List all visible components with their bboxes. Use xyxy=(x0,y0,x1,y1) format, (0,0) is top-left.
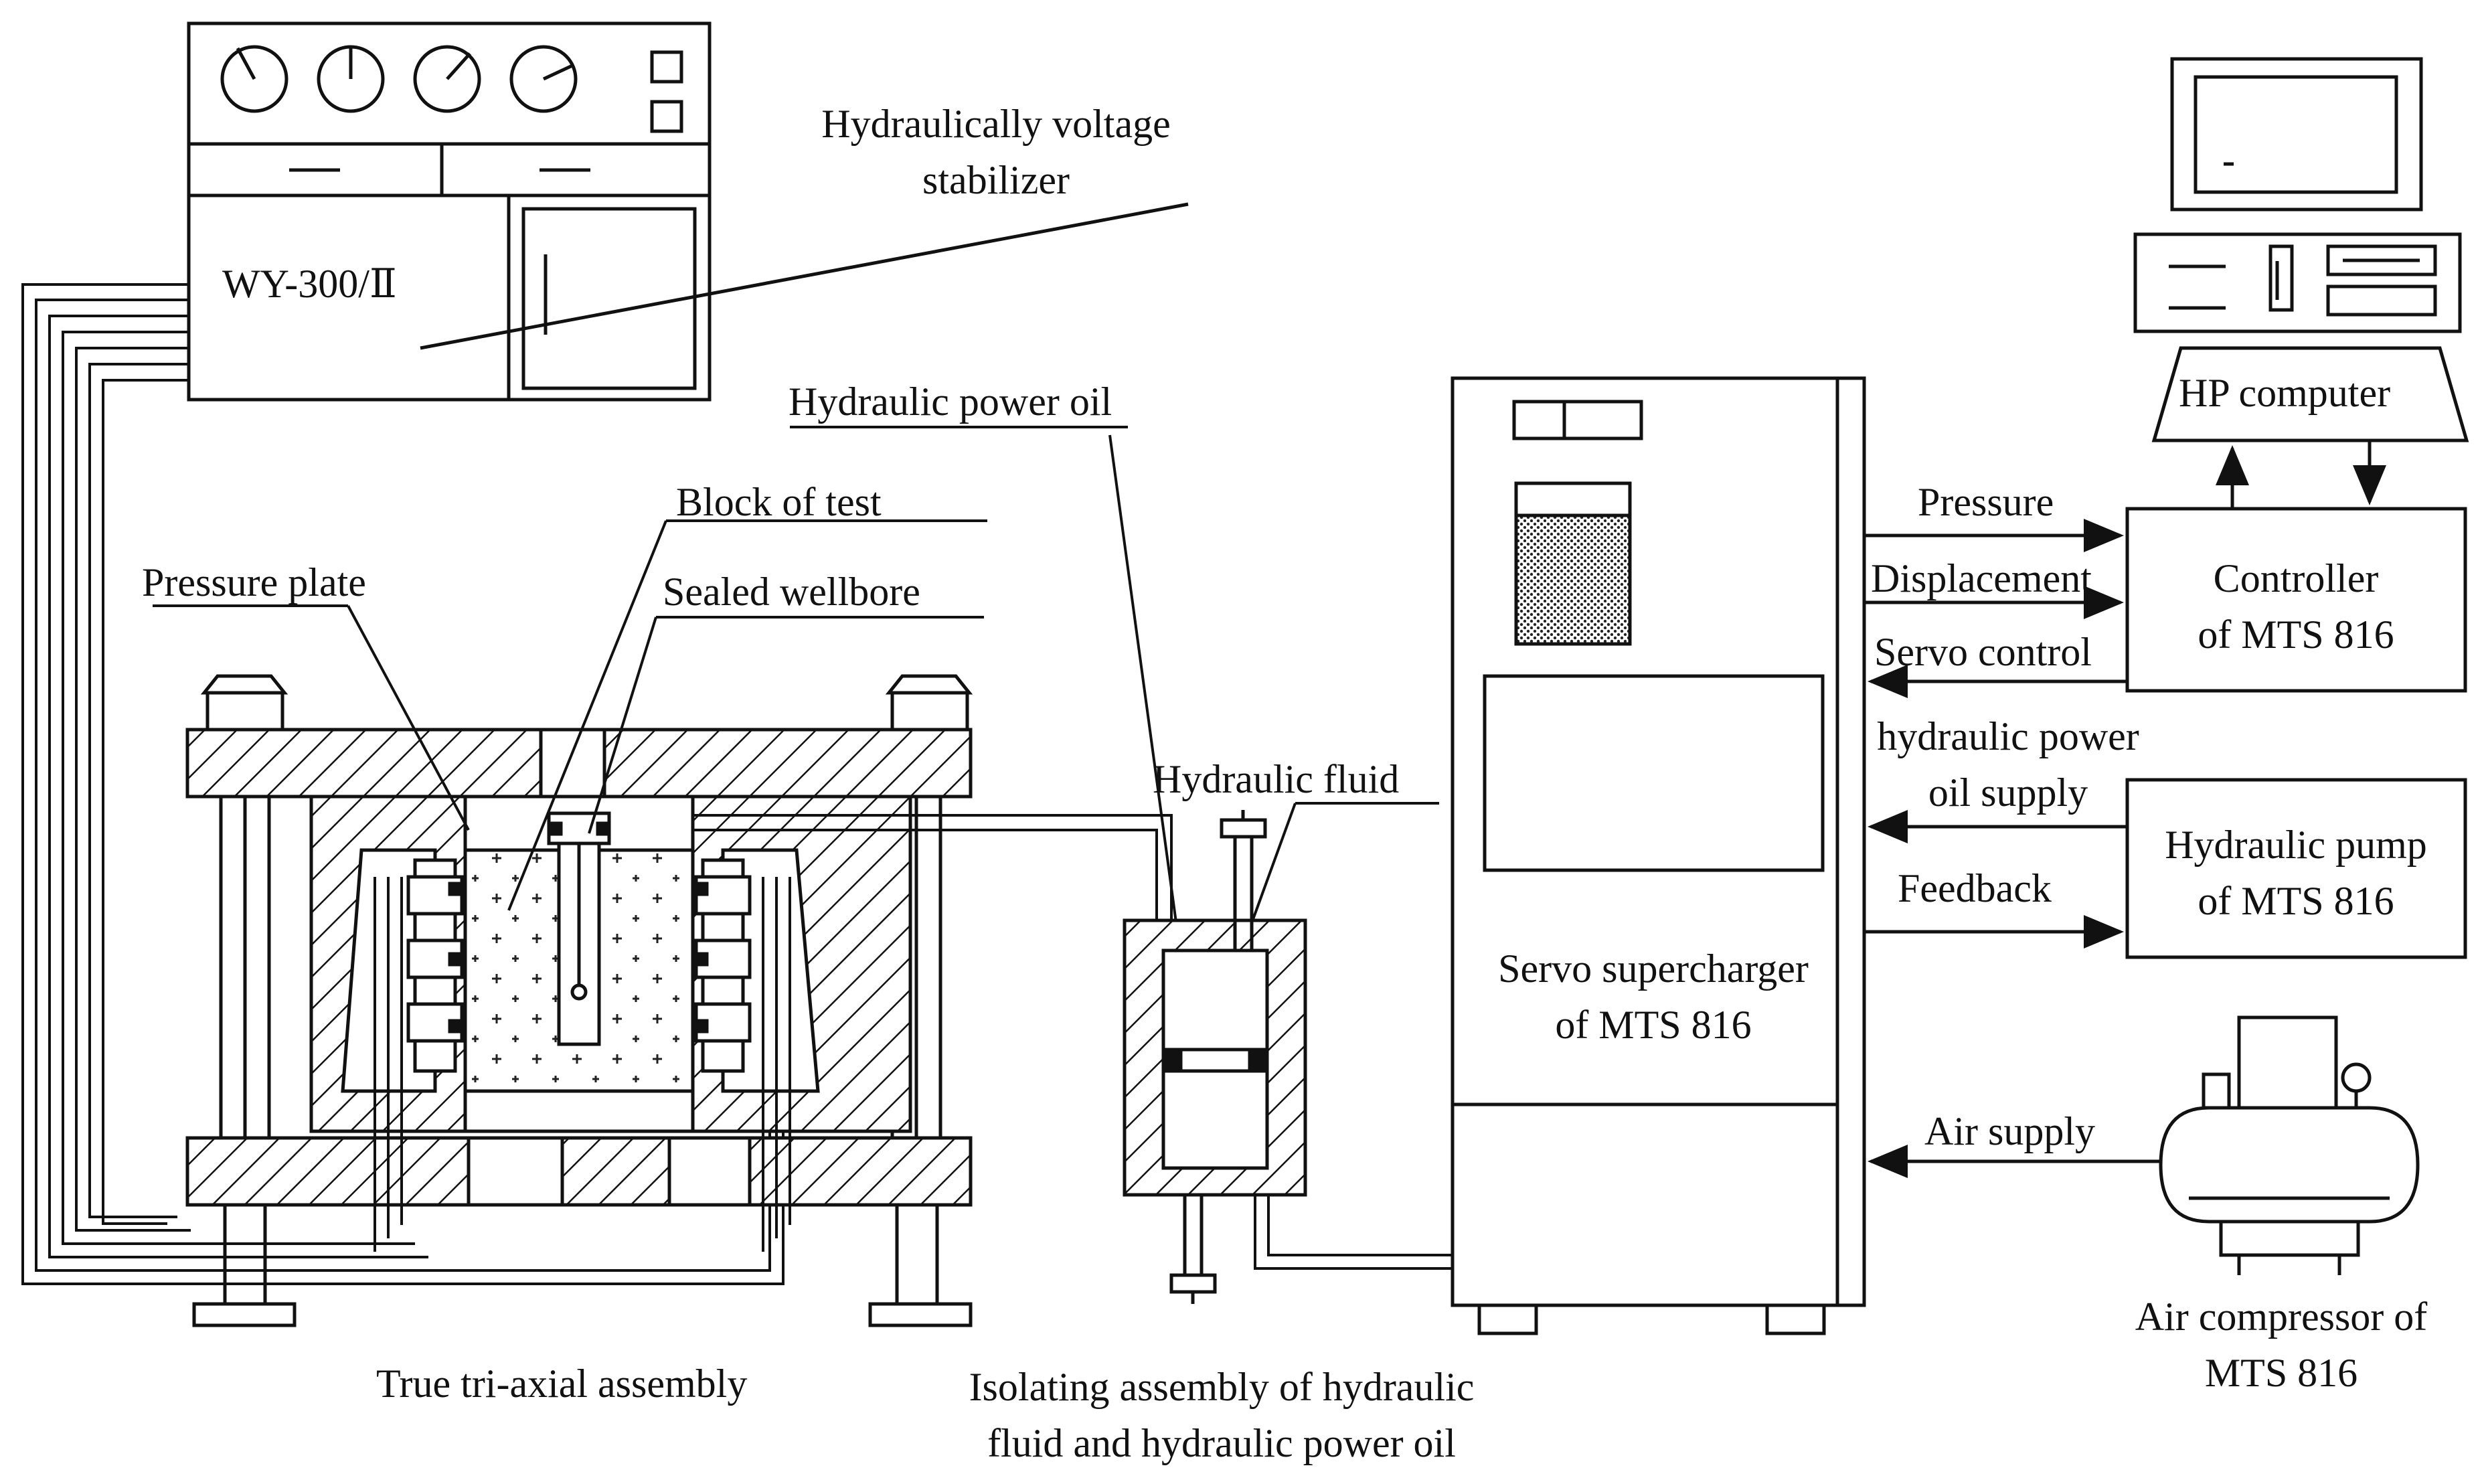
displacement-signal-label: Displacement xyxy=(1871,556,2092,600)
hydraulic-pump-box xyxy=(2125,778,2467,959)
leader-lines xyxy=(153,426,1439,988)
air-compressor xyxy=(2159,1015,2420,1275)
hydraulic-pump-label: Hydraulic pump of MTS 816 xyxy=(2165,817,2427,929)
triaxial-frame xyxy=(185,674,1173,1327)
stabilizer-label-line1: Hydraulically voltage xyxy=(821,102,1171,146)
controller-label: Controller of MTS 816 xyxy=(2198,550,2394,663)
air-compressor-label-line2: MTS 816 xyxy=(2204,1351,2358,1395)
pressure-plate-label: Pressure plate xyxy=(142,560,366,604)
stabilizer-model-label: WY-300/Ⅱ xyxy=(222,262,397,306)
oil-supply-label: hydraulic power oil supply xyxy=(1877,708,2139,821)
hydraulic-power-oil-label: Hydraulic power oil xyxy=(789,380,1112,424)
feedback-signal-label: Feedback xyxy=(1898,866,2052,910)
stabilizer-label-line2: stabilizer xyxy=(922,158,1070,202)
servo-supercharger-label: Servo supercharger of MTS 816 xyxy=(1498,940,1809,1053)
pressure-signal-label: Pressure xyxy=(1918,480,2054,524)
air-compressor-label-line1: Air compressor of xyxy=(2135,1295,2428,1339)
gauge-4-icon xyxy=(509,45,578,113)
isolating-assembly-label: Isolating assembly of hydraulic fluid an… xyxy=(969,1359,1475,1471)
hp-computer xyxy=(2133,57,2469,442)
servo-supercharger-label-line2: of MTS 816 xyxy=(1555,1003,1752,1047)
controller-label-line1: Controller xyxy=(2213,556,2379,600)
signal-arrows xyxy=(1864,519,2161,1178)
sealed-wellbore-label: Sealed wellbore xyxy=(663,570,920,614)
controller-box xyxy=(2125,507,2467,693)
voltage-stabilizer-unit xyxy=(187,21,1189,402)
isolating-assembly-label-line1: Isolating assembly of hydraulic xyxy=(969,1365,1475,1409)
triaxial-assembly-label: True tri-axial assembly xyxy=(376,1362,748,1406)
hydraulic-pump-label-line2: of MTS 816 xyxy=(2198,879,2394,923)
gauge-3-icon xyxy=(413,45,481,113)
hydraulic-fluid-label: Hydraulic fluid xyxy=(1153,757,1400,801)
stabilizer-label: Hydraulically voltage stabilizer xyxy=(821,96,1170,208)
isolating-assembly-label-line2: fluid and hydraulic power oil xyxy=(987,1421,1456,1465)
servo-supercharger-label-line1: Servo supercharger xyxy=(1498,946,1809,991)
gauge-1-icon xyxy=(220,45,288,113)
isolating-assembly xyxy=(1123,810,1453,1304)
hydraulic-pump-label-line1: Hydraulic pump xyxy=(2165,823,2427,867)
controller-label-line2: of MTS 816 xyxy=(2198,612,2394,657)
oil-supply-label-line2: oil supply xyxy=(1928,770,2088,815)
air-compressor-label: Air compressor of MTS 816 xyxy=(2135,1289,2428,1401)
servo-control-signal-label: Servo control xyxy=(1874,630,2092,674)
oil-supply-label-line1: hydraulic power xyxy=(1877,714,2139,758)
air-supply-label: Air supply xyxy=(1924,1109,2095,1153)
servo-supercharger-cabinet xyxy=(1451,376,1866,1335)
hp-computer-label: HP computer xyxy=(2179,371,2391,415)
block-of-test-label: Block of test xyxy=(676,480,882,524)
